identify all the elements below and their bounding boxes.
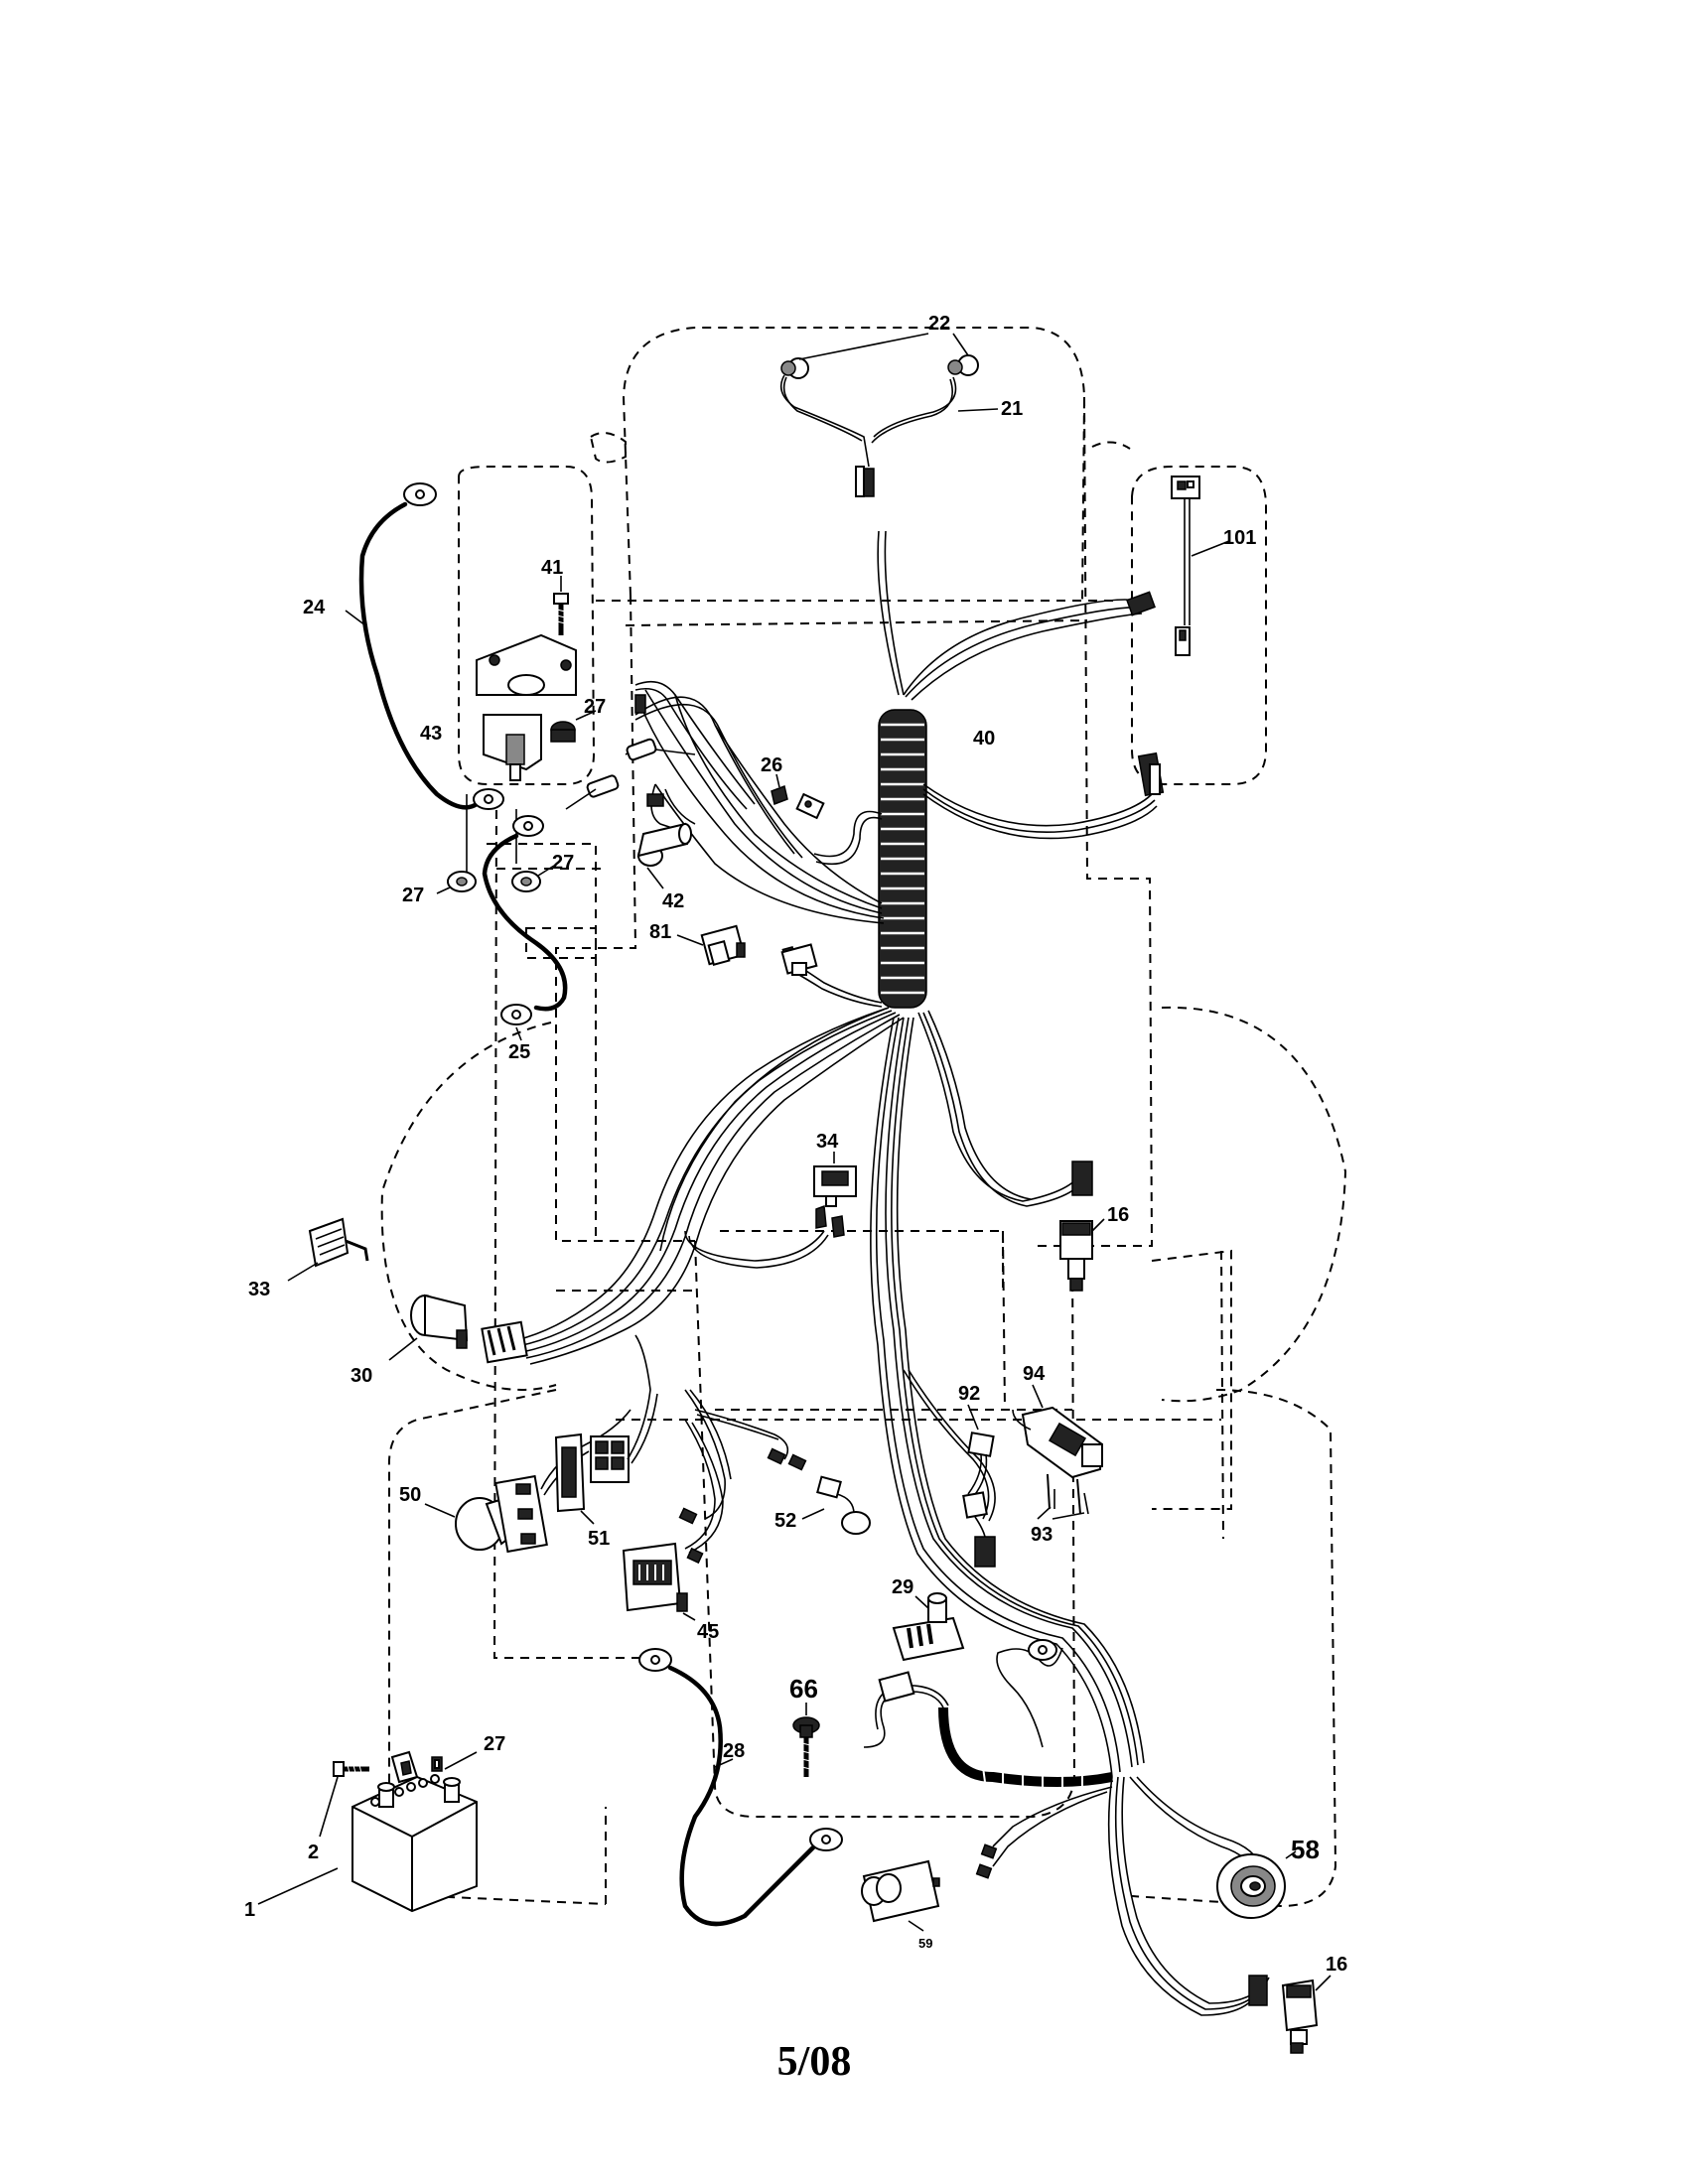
starter-solenoid-43 [476,633,577,781]
callout-24: 24 [303,597,326,618]
cable-24 [358,482,504,810]
callout-25: 25 [508,1041,530,1063]
callout-30: 30 [351,1365,372,1387]
callout-101: 101 [1223,527,1256,549]
callout-34: 34 [816,1131,839,1153]
callout-92: 92 [958,1383,980,1405]
plunger-switch-16-lower [1281,1979,1319,2054]
callout-50: 50 [399,1484,421,1506]
module-59 [861,1859,940,1923]
upper-left-wires [625,680,803,859]
brake-switch-51 [554,1433,630,1513]
pto-switch-50 [455,1474,548,1554]
screw-66 [792,1716,820,1777]
callout-94: 94 [1023,1363,1046,1385]
callout-26: 26 [761,754,782,776]
cable-28 [638,1648,843,1927]
right-wheel-outline [1161,1006,1347,1403]
relay-81 [700,924,818,976]
callout-16-lower: 16 [1326,1954,1347,1976]
harness-lower-coil [938,1706,1113,1789]
callout-28: 28 [723,1740,745,1762]
nut-27-left [447,871,477,892]
pto-clutch-58 [1216,1853,1286,1919]
connector-92 [962,1432,996,1568]
callout-labels: 1 2 16 16 21 22 24 25 26 27 27 27 27 28 … [244,313,1347,1976]
plunger-switch-16-upper [1059,1220,1093,1292]
nut-27-top [550,721,576,743]
seat-switch-101 [1171,476,1200,656]
callout-43: 43 [420,723,442,745]
nut-27-battery [431,1756,443,1772]
callout-1: 1 [244,1899,255,1921]
switch-34 [813,1165,857,1238]
ignition-switch-30 [410,1294,528,1364]
lamp-52 [816,1475,871,1535]
callout-66: 66 [789,1674,818,1704]
terminal-boot-42 [636,822,692,867]
callout-27-battery: 27 [484,1733,505,1755]
battery-1 [351,1774,478,1913]
callout-58: 58 [1291,1835,1320,1864]
hour-meter-45 [622,1542,688,1612]
callout-52: 52 [774,1510,796,1532]
callout-45: 45 [697,1621,719,1643]
callout-16-upper: 16 [1107,1204,1129,1226]
switch-29 [878,1592,965,1703]
bolt-2 [333,1761,369,1777]
left-wheel-outline [380,1022,557,1391]
callout-21: 21 [1001,398,1023,420]
callout-42: 42 [662,890,684,912]
callout-59: 59 [918,1936,932,1951]
engine-box-right-outline [1131,1389,1337,1908]
callout-2: 2 [308,1842,319,1863]
callout-41: 41 [541,557,563,579]
harness-coil [878,709,927,1009]
ignition-key-33 [308,1217,369,1268]
headlight-harness [779,374,957,497]
callout-40: 40 [973,728,995,750]
solenoid-bay-outline [458,466,596,785]
callout-22: 22 [928,313,950,335]
main-harness-trunk [515,530,1270,2016]
bolt-41 [553,593,569,635]
callout-27-right: 27 [552,852,574,874]
terminal-clamp [390,1750,419,1784]
callout-27-top: 27 [584,696,606,718]
callout-51: 51 [588,1528,610,1550]
solenoid-wire-terminals [565,694,696,810]
callout-33: 33 [248,1279,270,1300]
module-94 [1012,1406,1104,1515]
nut-27-right [511,871,541,892]
headlight-bulbs [780,354,979,379]
callout-81: 81 [649,921,671,943]
connector-26 [771,784,825,820]
callout-93: 93 [1031,1524,1052,1546]
callout-29: 29 [892,1576,913,1598]
cable-25 [482,815,568,1025]
callout-27-left: 27 [402,885,424,906]
chassis-outline [487,327,1232,1818]
revision-date: 5/08 [777,2039,852,2085]
seat-switch-bay-outline [1131,466,1267,785]
